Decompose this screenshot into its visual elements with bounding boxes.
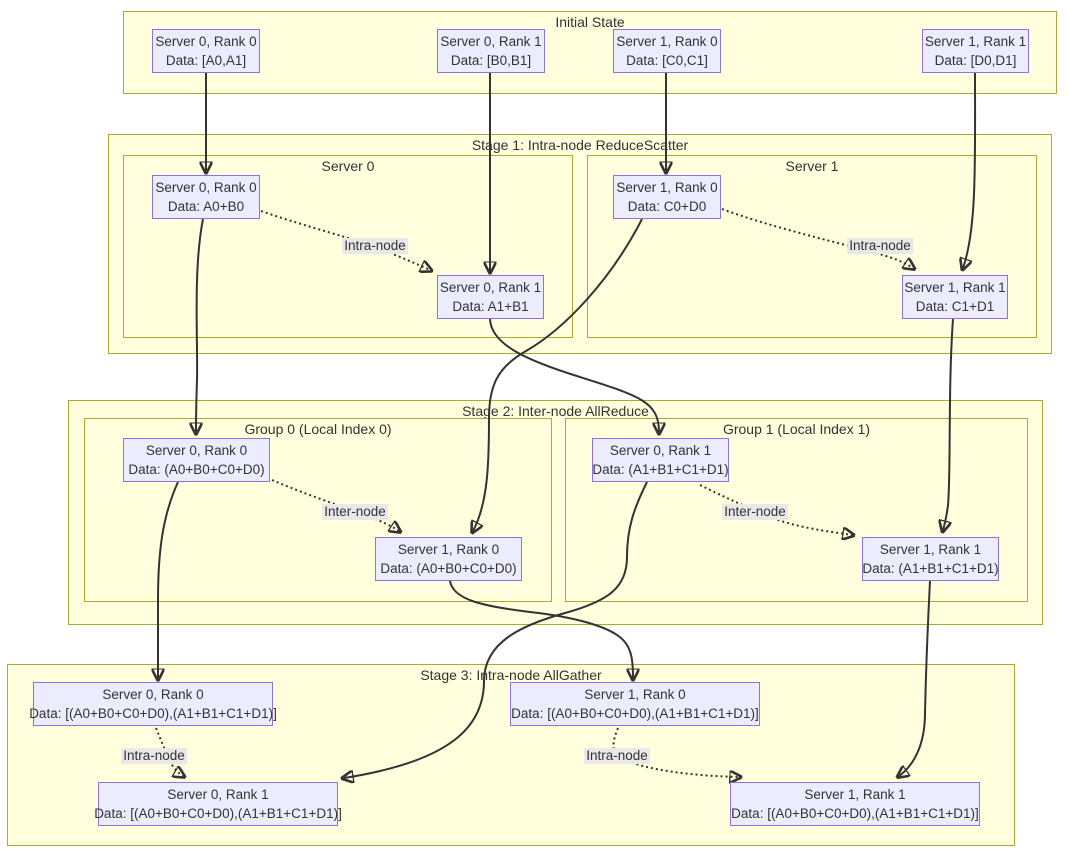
node-initial-server1-rank1: Server 1, Rank 1 Data: [D0,D1] xyxy=(922,29,1029,73)
edge-label-intra-node-server1: Intra-node xyxy=(847,238,913,254)
edge-stage2-g1s0r1-to-stage3-s0r1 xyxy=(344,481,648,778)
node-data: Data: C1+D1 xyxy=(915,299,995,314)
node-data: Data: [(A0+B0+C0+D0),(A1+B1+C1+D1)] xyxy=(94,806,342,821)
cluster-title-stage3: Stage 3: Intra-node AllGather xyxy=(420,667,602,683)
node-stage3-server1-rank1: Server 1, Rank 1 Data: [(A0+B0+C0+D0),(A… xyxy=(730,782,980,826)
node-title: Server 0, Rank 0 xyxy=(102,687,204,702)
node-title: Server 1, Rank 1 xyxy=(924,34,1027,49)
node-data: Data: [A0,A1] xyxy=(165,53,247,68)
node-data: Data: C0+D0 xyxy=(627,199,707,214)
node-initial-server1-rank0: Server 1, Rank 0 Data: [C0,C1] xyxy=(613,29,721,73)
edge-label-intra-node-server0: Intra-node xyxy=(342,238,408,254)
cluster-title-stage2: Stage 2: Inter-node AllReduce xyxy=(462,403,649,419)
node-stage2-group1-server1-rank1: Server 1, Rank 1 Data: (A1+B1+C1+D1) xyxy=(862,537,999,581)
cluster-title-initial-state: Initial State xyxy=(555,14,625,30)
node-stage3-server0-rank0: Server 0, Rank 0 Data: [(A0+B0+C0+D0),(A… xyxy=(29,682,277,726)
node-stage2-group0-server0-rank0: Server 0, Rank 0 Data: (A0+B0+C0+D0) xyxy=(123,438,270,482)
edge-stage1-s0r1-to-stage2-g1s0r1 xyxy=(489,318,659,432)
edge-stage1-s1r1-to-stage2-g1s1r1 xyxy=(943,318,954,530)
edge-stage2-g0s0r0-to-stage3-s0r0 xyxy=(158,481,179,678)
edge-stage2-g0s1r0-to-stage3-s1r0 xyxy=(449,580,633,678)
node-data: Data: (A1+B1+C1+D1) xyxy=(592,462,729,477)
node-stage2-group0-server1-rank0: Server 1, Rank 0 Data: (A0+B0+C0+D0) xyxy=(375,537,522,581)
node-title: Server 1, Rank 0 xyxy=(616,180,718,195)
cluster-title-server0: Server 0 xyxy=(321,158,375,174)
edge-stage1-s1r0-to-stage2-g0s1r0 xyxy=(473,218,643,531)
cluster-initial-state: Initial State xyxy=(123,11,1057,94)
node-title: Server 1, Rank 0 xyxy=(397,542,500,557)
node-data: Data: (A1+B1+C1+D1) xyxy=(862,561,999,576)
node-title: Server 0, Rank 0 xyxy=(155,180,257,195)
cluster-title-group0: Group 0 (Local Index 0) xyxy=(244,421,392,437)
node-data: Data: [(A0+B0+C0+D0),(A1+B1+C1+D1)] xyxy=(29,706,277,721)
node-title: Server 1, Rank 1 xyxy=(904,280,1006,295)
edge-label-intra-node-stage3-left: Intra-node xyxy=(121,748,187,764)
node-stage2-group1-server0-rank1: Server 0, Rank 1 Data: (A1+B1+C1+D1) xyxy=(592,438,729,482)
edge-dotted-stage3-server0-intranode xyxy=(155,727,183,776)
node-title: Server 0, Rank 1 xyxy=(167,787,269,802)
cluster-title-group1: Group 1 (Local Index 1) xyxy=(722,421,871,437)
cluster-title-server1: Server 1 xyxy=(785,158,839,174)
cluster-title-stage1: Stage 1: Intra-node ReduceScatter xyxy=(471,137,689,153)
node-data: Data: [D0,D1] xyxy=(934,53,1017,68)
node-stage1-server1-rank1: Server 1, Rank 1 Data: C1+D1 xyxy=(902,275,1008,319)
node-initial-server0-rank1: Server 0, Rank 1 Data: [B0,B1] xyxy=(437,29,545,73)
node-stage3-server1-rank0: Server 1, Rank 0 Data: [(A0+B0+C0+D0),(A… xyxy=(510,682,760,726)
node-title: Server 1, Rank 0 xyxy=(584,687,686,702)
node-data: Data: (A0+B0+C0+D0) xyxy=(380,561,517,576)
edge-label-inter-node-group0: Inter-node xyxy=(322,504,388,520)
node-stage1-server1-rank0: Server 1, Rank 0 Data: C0+D0 xyxy=(613,175,721,219)
node-data: Data: A0+B0 xyxy=(167,199,245,214)
node-data: Data: (A0+B0+C0+D0) xyxy=(128,462,265,477)
node-data: Data: [B0,B1] xyxy=(450,53,532,68)
node-title: Server 0, Rank 1 xyxy=(440,34,542,49)
edge-stage1-s0r0-to-stage2-g0s0r0 xyxy=(196,218,204,432)
node-data: Data: A1+B1 xyxy=(452,299,529,314)
node-title: Server 1, Rank 1 xyxy=(804,787,906,802)
node-title: Server 1, Rank 0 xyxy=(616,34,718,49)
edge-init-s1r1-to-stage1-s1r1 xyxy=(963,72,977,268)
node-data: Data: [C0,C1] xyxy=(626,53,708,68)
node-data: Data: [(A0+B0+C0+D0),(A1+B1+C1+D1)] xyxy=(511,706,759,721)
node-title: Server 0, Rank 0 xyxy=(145,443,248,458)
node-title: Server 0, Rank 0 xyxy=(155,34,257,49)
node-title: Server 0, Rank 1 xyxy=(439,280,542,295)
node-data: Data: [(A0+B0+C0+D0),(A1+B1+C1+D1)] xyxy=(731,806,979,821)
edge-label-inter-node-group1: Inter-node xyxy=(722,504,788,520)
edge-stage2-g1s1r1-to-stage3-s1r1 xyxy=(899,580,931,776)
edge-dotted-stage1-server1-intranode xyxy=(721,208,913,268)
node-stage3-server0-rank1: Server 0, Rank 1 Data: [(A0+B0+C0+D0),(A… xyxy=(94,782,342,826)
node-title: Server 0, Rank 1 xyxy=(609,443,712,458)
node-title: Server 1, Rank 1 xyxy=(879,542,982,557)
edge-label-intra-node-stage3-right: Intra-node xyxy=(584,748,650,764)
node-stage1-server0-rank1: Server 0, Rank 1 Data: A1+B1 xyxy=(437,275,544,319)
node-initial-server0-rank0: Server 0, Rank 0 Data: [A0,A1] xyxy=(152,29,260,73)
node-stage1-server0-rank0: Server 0, Rank 0 Data: A0+B0 xyxy=(152,175,260,219)
